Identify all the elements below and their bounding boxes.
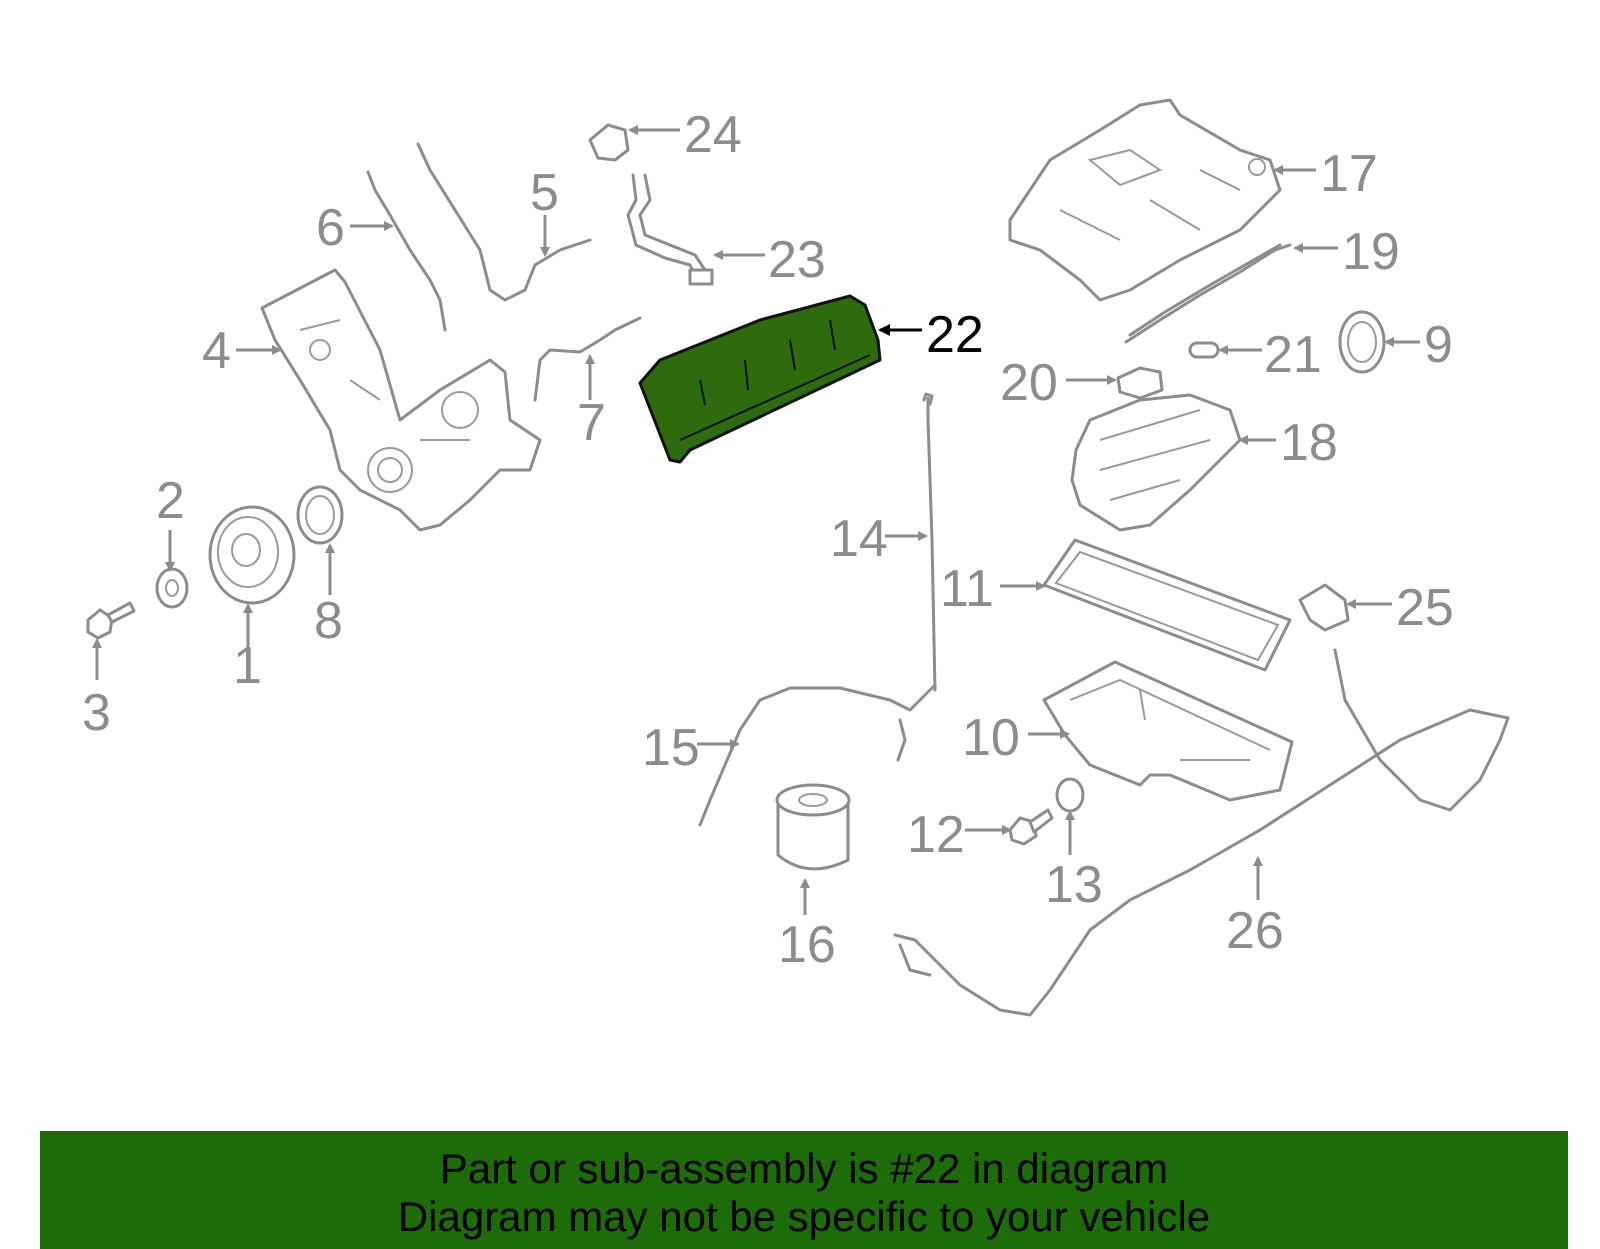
callout-21[interactable]: 21 xyxy=(1264,326,1322,384)
part-intake-manifold-17[interactable] xyxy=(1008,98,1282,302)
callout-1[interactable]: 1 xyxy=(233,637,262,695)
part-seal-9[interactable] xyxy=(1338,310,1386,374)
callout-9[interactable]: 9 xyxy=(1424,316,1453,374)
callout-14[interactable]: 14 xyxy=(830,510,888,568)
callout-22-highlighted[interactable]: 22 xyxy=(926,306,984,364)
part-gasket-11[interactable] xyxy=(1042,538,1292,672)
part-seal-8[interactable] xyxy=(296,485,344,545)
callout-2[interactable]: 2 xyxy=(156,472,185,530)
part-gasket-7[interactable] xyxy=(533,316,642,402)
part-oil-filter-16[interactable] xyxy=(775,783,851,871)
callout-arrows xyxy=(92,125,1420,915)
callout-20[interactable]: 20 xyxy=(1000,354,1058,412)
part-gasket-20[interactable] xyxy=(1116,366,1164,400)
callout-26[interactable]: 26 xyxy=(1226,902,1284,960)
callout-19[interactable]: 19 xyxy=(1342,223,1400,281)
callout-24[interactable]: 24 xyxy=(684,106,742,164)
part-cap-24[interactable] xyxy=(588,123,630,162)
part-bolt-3[interactable] xyxy=(86,601,136,640)
callout-13[interactable]: 13 xyxy=(1045,856,1103,914)
callout-labels: 1 2 3 4 5 6 7 8 9 10 11 12 13 14 15 16 1… xyxy=(82,106,1454,974)
callout-7[interactable]: 7 xyxy=(577,394,606,452)
callout-12[interactable]: 12 xyxy=(907,806,965,864)
part-bolt-12[interactable] xyxy=(1008,808,1054,846)
part-timing-cover[interactable] xyxy=(260,268,542,532)
callout-6[interactable]: 6 xyxy=(316,199,345,257)
callout-8[interactable]: 8 xyxy=(314,592,343,650)
part-oring-13[interactable] xyxy=(1055,777,1085,813)
part-gasket-19[interactable] xyxy=(1124,243,1292,344)
callout-3[interactable]: 3 xyxy=(82,684,111,742)
callout-15[interactable]: 15 xyxy=(642,719,700,777)
part-valve-cover-22-highlighted[interactable] xyxy=(638,294,882,464)
part-tube-15[interactable] xyxy=(698,683,937,827)
part-lower-intake-18[interactable] xyxy=(1070,393,1242,532)
part-bracket-25[interactable] xyxy=(1298,583,1350,632)
part-washer-2[interactable] xyxy=(155,567,189,609)
callout-25[interactable]: 25 xyxy=(1396,579,1454,637)
callout-4[interactable]: 4 xyxy=(202,322,231,380)
info-banner: Part or sub-assembly is #22 in diagram D… xyxy=(40,1131,1568,1249)
part-tube-23[interactable] xyxy=(626,173,714,286)
banner-line-disclaimer: Diagram may not be specific to your vehi… xyxy=(397,1193,1211,1240)
banner-line-part-info: Part or sub-assembly is #22 in diagram xyxy=(439,1145,1169,1192)
callout-18[interactable]: 18 xyxy=(1280,414,1338,472)
part-gasket-6[interactable] xyxy=(366,170,447,332)
callout-11[interactable]: 11 xyxy=(940,560,994,618)
callout-10[interactable]: 10 xyxy=(962,709,1020,767)
part-harness-26[interactable] xyxy=(893,648,1510,1017)
callout-23[interactable]: 23 xyxy=(768,231,826,289)
part-dipstick-14[interactable] xyxy=(922,392,937,692)
part-gasket-5[interactable] xyxy=(416,142,592,302)
part-seal-21[interactable] xyxy=(1188,341,1220,359)
part-oil-pan-10[interactable] xyxy=(1042,660,1294,802)
callout-5[interactable]: 5 xyxy=(530,164,559,222)
part-pulley-1[interactable] xyxy=(208,505,296,605)
callout-17[interactable]: 17 xyxy=(1320,145,1378,203)
callout-16[interactable]: 16 xyxy=(778,916,836,974)
